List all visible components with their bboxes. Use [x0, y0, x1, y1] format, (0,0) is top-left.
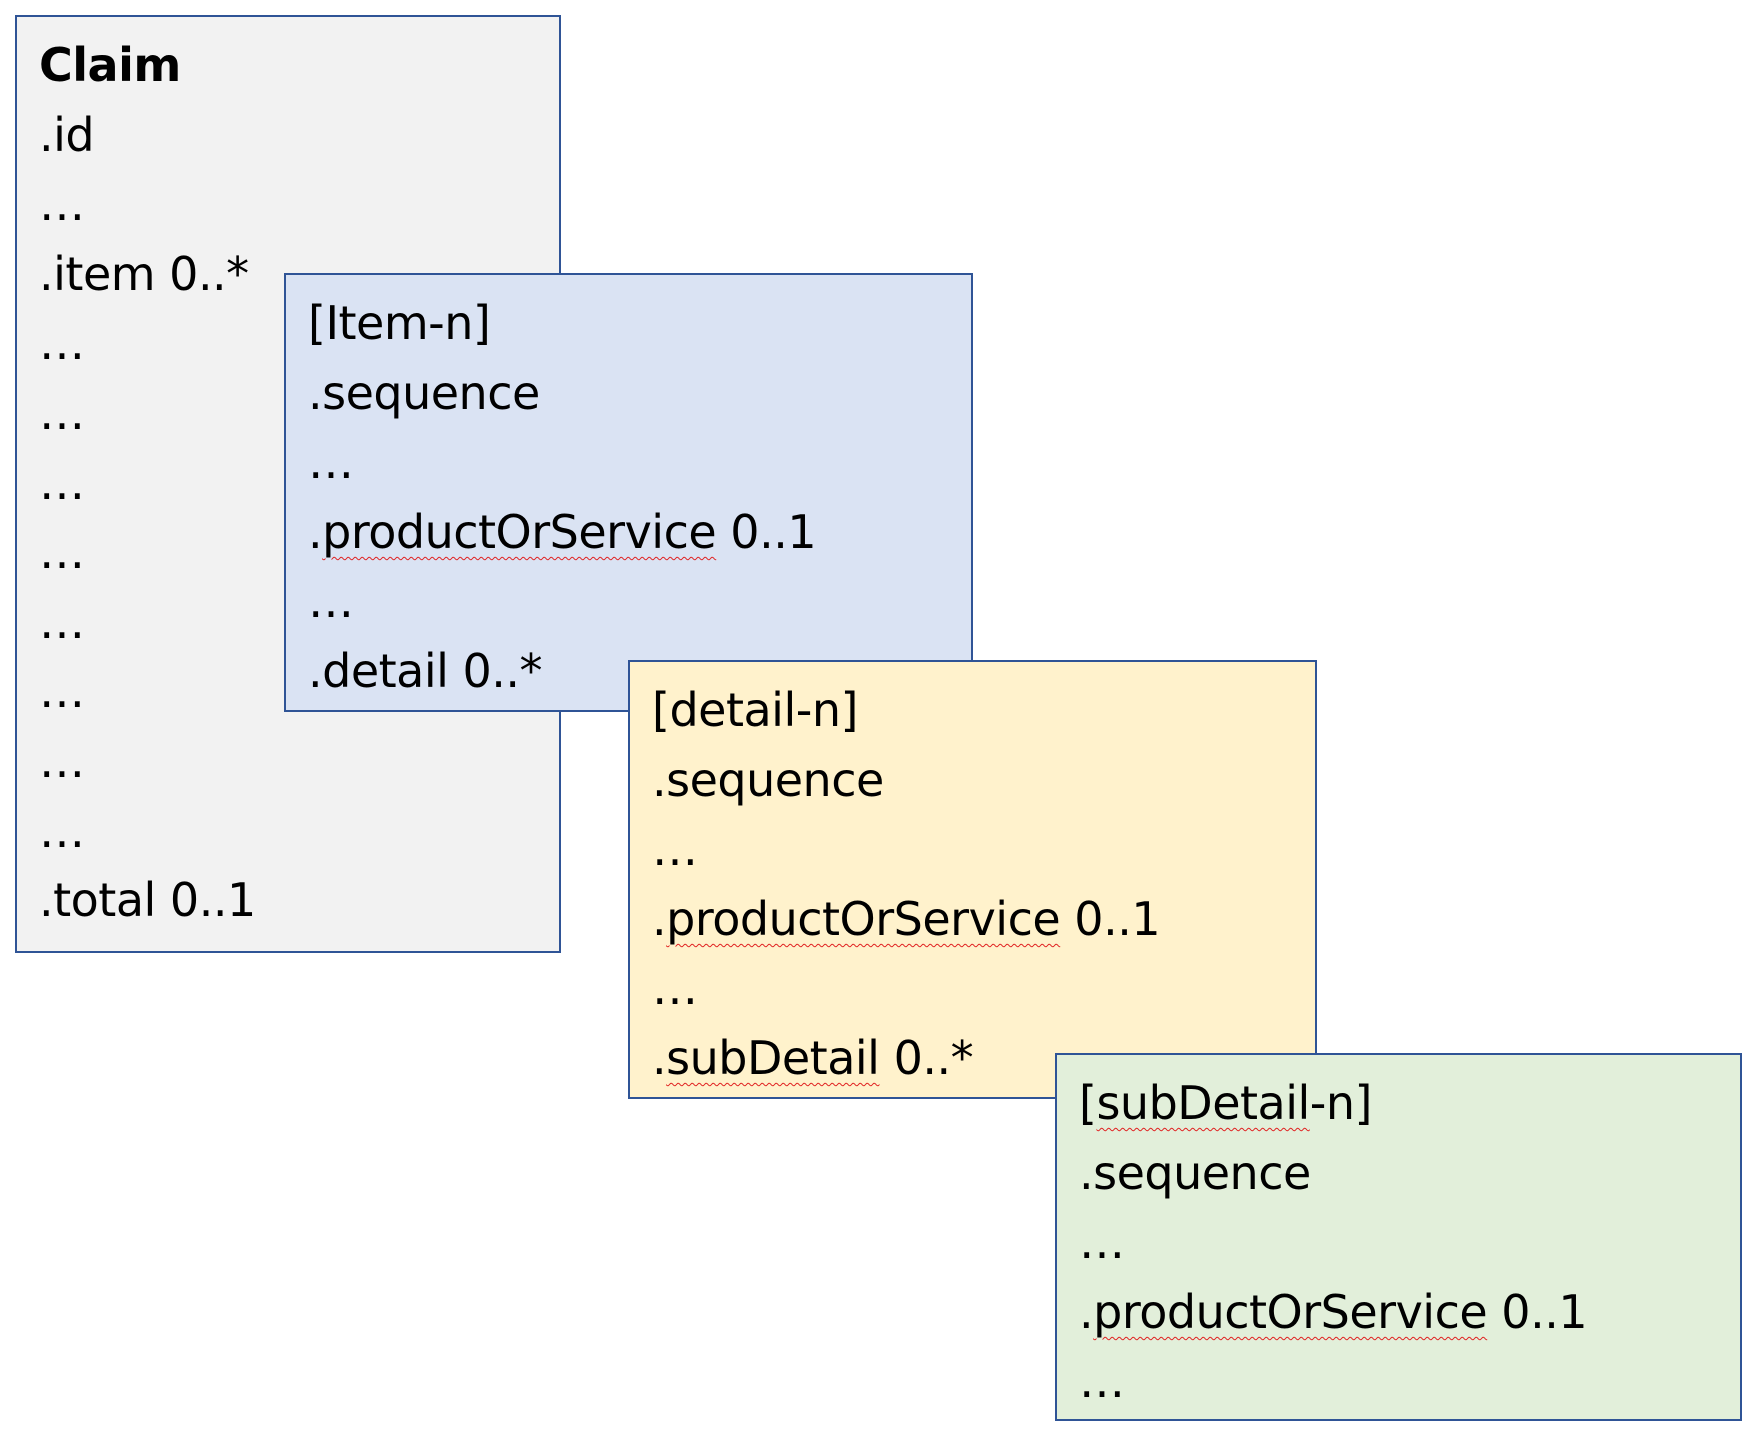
- detail-box: [detail-n] .sequence … .productOrService…: [628, 660, 1317, 1099]
- claim-ellipsis: …: [39, 733, 85, 788]
- subdetail-ellipsis: …: [1079, 1215, 1125, 1270]
- detail-field-sequence: .sequence: [652, 752, 884, 807]
- subdetail-field-sequence: .sequence: [1079, 1145, 1311, 1200]
- claim-field-item: .item 0..*: [39, 246, 249, 301]
- detail-field-product-or-service: .productOrService 0..1: [652, 891, 1161, 946]
- spellcheck-underline: productOrService: [666, 891, 1061, 946]
- claim-ellipsis: …: [39, 803, 85, 858]
- subdetail-box: [subDetail-n] .sequence … .productOrServ…: [1055, 1053, 1742, 1421]
- detail-title: [detail-n]: [652, 683, 858, 737]
- claim-ellipsis: …: [39, 385, 85, 440]
- claim-ellipsis: …: [39, 664, 85, 719]
- spellcheck-underline: subDetail: [1096, 1076, 1310, 1130]
- spellcheck-underline: productOrService: [1093, 1284, 1488, 1339]
- claim-field-total: .total 0..1: [39, 873, 256, 928]
- spellcheck-underline: productOrService: [322, 504, 717, 559]
- item-field-sequence: .sequence: [308, 365, 540, 420]
- item-ellipsis: …: [308, 574, 354, 629]
- item-field-detail: .detail 0..*: [308, 643, 543, 698]
- subdetail-title: [subDetail-n]: [1079, 1076, 1372, 1130]
- item-field-product-or-service: .productOrService 0..1: [308, 504, 817, 559]
- detail-ellipsis: …: [652, 961, 698, 1016]
- item-title: [Item-n]: [308, 296, 491, 350]
- claim-field-id: .id: [39, 107, 95, 162]
- spellcheck-underline: subDetail: [666, 1030, 880, 1085]
- detail-field-subdetail: .subDetail 0..*: [652, 1030, 974, 1085]
- claim-ellipsis: …: [39, 594, 85, 649]
- item-ellipsis: …: [308, 435, 354, 490]
- item-box: [Item-n] .sequence … .productOrService 0…: [284, 273, 973, 712]
- claim-title: Claim: [39, 38, 181, 92]
- claim-ellipsis: …: [39, 455, 85, 510]
- subdetail-field-product-or-service: .productOrService 0..1: [1079, 1284, 1588, 1339]
- claim-ellipsis: …: [39, 525, 85, 580]
- detail-ellipsis: …: [652, 822, 698, 877]
- claim-ellipsis: …: [39, 316, 85, 371]
- claim-ellipsis: …: [39, 177, 85, 232]
- subdetail-ellipsis: …: [1079, 1354, 1125, 1409]
